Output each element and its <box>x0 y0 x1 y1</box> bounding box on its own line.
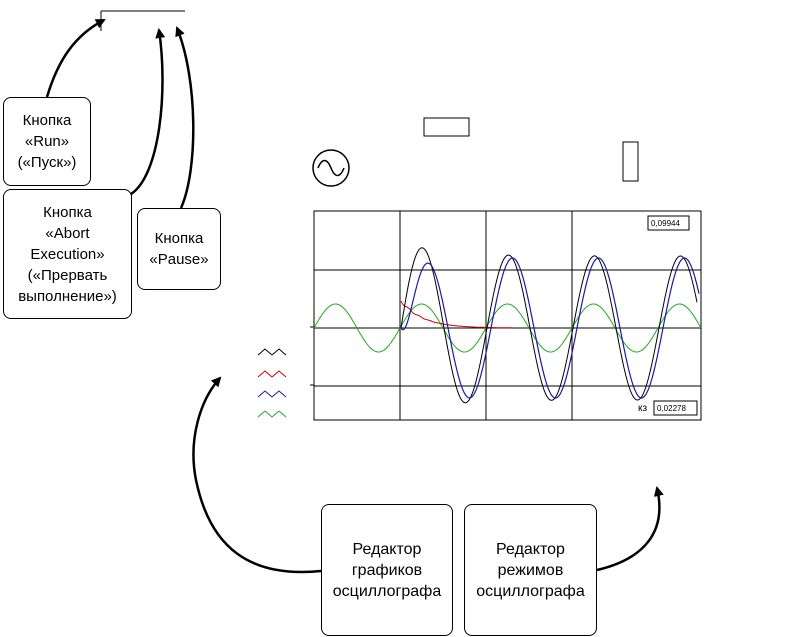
callout-run-button: Кнопка «Run» («Пуск») <box>3 97 91 186</box>
trace-legend <box>257 326 316 418</box>
callout-pause-label: Кнопка «Pause» <box>149 230 209 268</box>
red-zigzag-icon <box>257 370 287 378</box>
vertical-slider[interactable] <box>622 141 639 182</box>
callout-plot-editor-label: Редактор графиков осциллографа <box>332 540 442 600</box>
readout-bottom: 0,02278 <box>657 404 686 413</box>
toolbar-fragment <box>100 10 185 31</box>
readout-bottom-box <box>653 400 698 416</box>
arrow-plot-editor <box>192 376 322 574</box>
trace-red <box>400 300 512 329</box>
callout-mode-editor-label: Редактор режимов осциллографа <box>476 540 585 600</box>
callout-mode-editor: Редактор режимов осциллографа <box>464 504 597 636</box>
oscilloscope-display[interactable]: 0,09944 кз 0,02278 <box>313 210 702 421</box>
black-zigzag-icon <box>257 348 287 356</box>
readout-top: 0,09944 <box>651 219 680 228</box>
arrow-run <box>45 18 106 98</box>
callout-abort-label: Кнопка «Abort Execution» («Прервать выпо… <box>18 203 117 305</box>
readout-bottom-prefix: кз <box>638 403 647 414</box>
trace-black <box>400 247 698 404</box>
value-field[interactable] <box>423 117 470 137</box>
trace-green <box>313 303 702 353</box>
callout-plot-editor: Редактор графиков осциллографа <box>321 504 453 636</box>
callout-abort-button: Кнопка «Abort Execution» («Прервать выпо… <box>3 189 132 319</box>
trace-blue <box>400 257 700 399</box>
sine-generator-icon[interactable] <box>312 149 350 187</box>
callout-run-label: Кнопка «Run» («Пуск») <box>17 112 77 171</box>
scope-grid <box>314 211 701 420</box>
blue-zigzag-icon <box>257 390 287 398</box>
callout-pause-button: Кнопка «Pause» <box>137 208 221 290</box>
green-zigzag-icon <box>257 410 287 418</box>
arrow-pause <box>175 26 195 209</box>
arrow-mode-editor <box>596 486 664 572</box>
arrow-abort <box>130 28 166 196</box>
readout-top-box <box>647 215 690 231</box>
